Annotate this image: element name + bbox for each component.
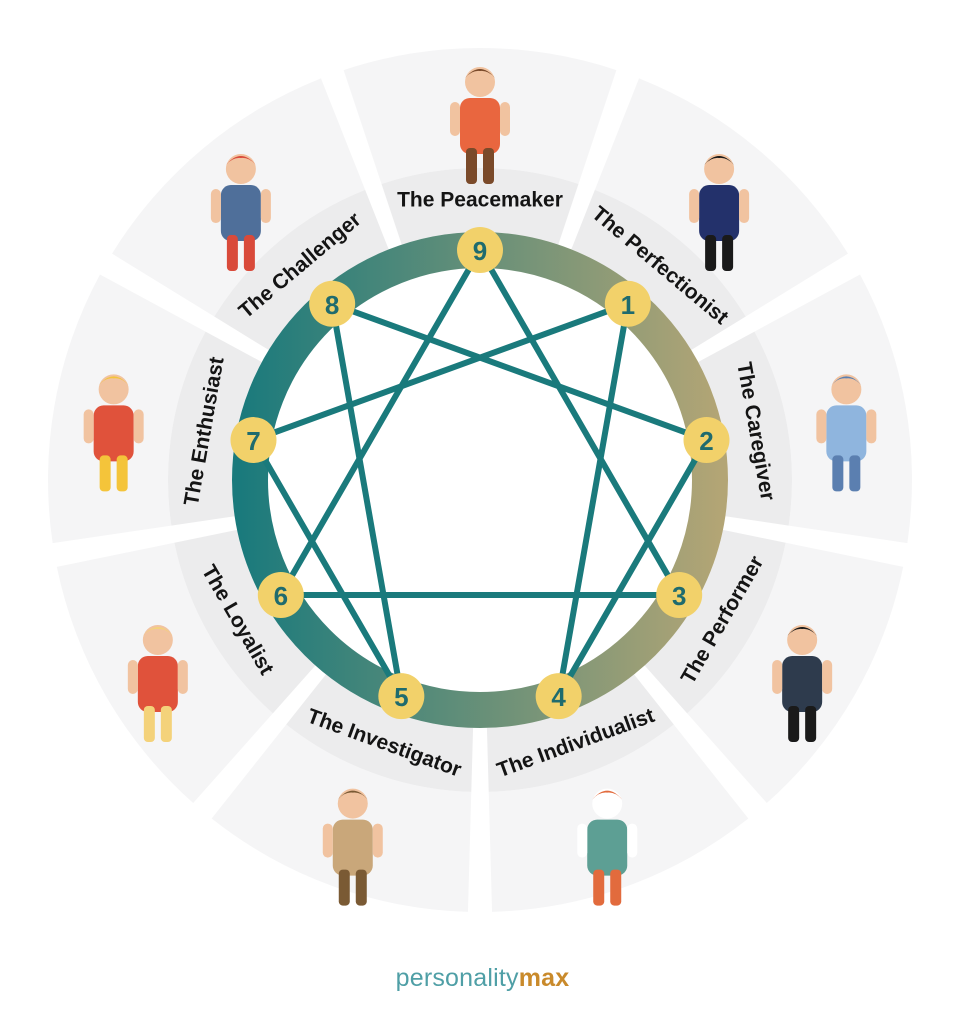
node-circle <box>378 673 425 720</box>
connection-line-8-5 <box>329 300 405 700</box>
node-circle <box>535 673 582 720</box>
node-circle <box>604 280 651 327</box>
personalitymax-logo: personalitymax <box>0 964 965 993</box>
number-node-5: 5 <box>378 673 425 720</box>
segment-label-band <box>214 189 389 351</box>
node-number: 8 <box>325 290 339 320</box>
segment-3: The Performer <box>644 529 904 804</box>
number-node-3: 3 <box>656 572 703 618</box>
enneagram-number-nodes: 9 1 2 3 4 5 6 7 8 <box>230 227 730 720</box>
sports-fan-jersey-icon <box>127 625 188 742</box>
segment-label-band <box>174 529 316 714</box>
node-number: 4 <box>551 682 566 712</box>
segment-label-band <box>381 168 579 245</box>
connection-line-6-9 <box>277 247 483 598</box>
connection-line-5-7 <box>250 437 405 700</box>
segment-6: The Loyalist <box>56 529 316 804</box>
connection-line-1-4 <box>555 300 631 700</box>
type-name-label: The Peacemaker <box>397 189 563 212</box>
node-number: 9 <box>473 236 487 266</box>
number-node-6: 6 <box>257 572 304 618</box>
number-node-2: 2 <box>683 417 730 464</box>
enneagram-connections <box>250 247 710 700</box>
node-number: 3 <box>672 581 686 611</box>
logo-text-personality: personality <box>395 964 519 992</box>
segment-label-band <box>486 674 674 792</box>
segment-outer-band <box>488 724 749 912</box>
node-number: 1 <box>621 290 635 320</box>
node-circle <box>457 227 503 273</box>
cheerleader-icon <box>83 374 144 492</box>
connection-line-4-2 <box>555 437 710 700</box>
connection-line-7-1 <box>250 300 631 444</box>
detective-with-magnifier-icon <box>322 788 383 906</box>
segment-label-band <box>644 529 786 714</box>
number-node-4: 4 <box>535 673 582 720</box>
node-circle <box>309 280 356 327</box>
node-circle <box>683 417 730 464</box>
node-circle <box>656 572 703 618</box>
node-circle <box>257 572 304 618</box>
segment-label-band <box>698 331 792 526</box>
number-node-7: 7 <box>230 417 277 464</box>
magician-in-top-hat-icon <box>772 625 833 742</box>
segment-8: The Challenger <box>112 78 389 351</box>
segment-2: The Caregiver <box>698 274 913 544</box>
boxer-icon <box>210 154 271 272</box>
segment-outer-band <box>211 724 472 912</box>
segment-label-band <box>168 331 262 526</box>
number-node-1: 1 <box>604 280 651 327</box>
mime-clown-icon <box>577 788 638 906</box>
node-number: 2 <box>699 426 713 456</box>
segment-label-band <box>571 189 746 351</box>
segment-1: The Perfectionist <box>571 78 848 351</box>
connection-line-9-3 <box>477 247 683 598</box>
number-node-9: 9 <box>457 227 503 273</box>
node-number: 7 <box>246 426 260 456</box>
nurse-with-clipboard-icon <box>816 374 877 492</box>
logo-text-max: max <box>518 964 570 992</box>
node-number: 6 <box>274 581 288 611</box>
segment-label-band <box>286 674 474 792</box>
node-circle <box>230 417 277 464</box>
meditating-person-icon <box>450 67 510 184</box>
businessman-with-folder-icon <box>689 154 750 272</box>
node-number: 5 <box>394 682 408 712</box>
number-node-8: 8 <box>309 280 356 327</box>
segment-7: The Enthusiast <box>48 274 262 544</box>
connection-line-2-8 <box>329 300 710 444</box>
segment-9: The Peacemaker <box>343 48 617 245</box>
